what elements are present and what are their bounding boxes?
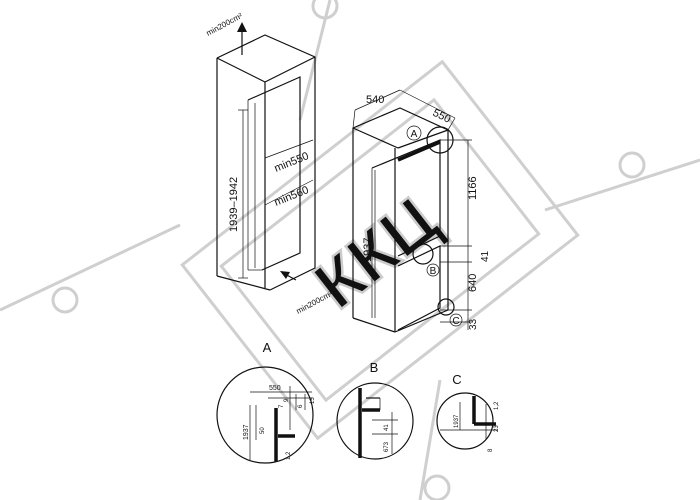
detail-a-dim-6: 6 [298, 404, 304, 408]
marker-b-circle [426, 263, 440, 277]
detail-a-height: 1937 [243, 424, 250, 440]
marker-c-circle [449, 313, 463, 327]
detail-c-dim-12: 1,2 [494, 401, 500, 410]
marker-a-circle [406, 125, 422, 141]
detail-a-title: A [263, 340, 272, 355]
height-range-label: 1939–1942 [228, 177, 240, 232]
height-upper-label: 1166 [467, 176, 479, 200]
detail-a-dim-9: 9 [284, 398, 290, 402]
marker-c-label: C [452, 316, 459, 327]
detail-b: B 41 673 [336, 360, 414, 460]
base-label: 33 [468, 318, 479, 330]
detail-b-dim-41: 41 [384, 424, 390, 431]
airflow-bottom-label: min200cm² [295, 289, 334, 316]
height-lower-label: 640 [467, 274, 479, 292]
detail-c-dim-23: 23 [494, 425, 500, 432]
gap-label: 41 [480, 250, 491, 262]
airflow-top-label: min200cm² [205, 11, 244, 38]
detail-a-dim-15: 15 [310, 397, 316, 404]
detail-c: C 1937 1,2 23 8 [436, 372, 500, 452]
detail-b-dim-673: 673 [384, 441, 390, 452]
width-label: 540 [366, 94, 384, 106]
detail-c-dim-8: 8 [488, 448, 494, 452]
detail-a-dim-7: 7 [279, 404, 285, 408]
detail-a-dim-50: 50 [260, 427, 266, 434]
marker-b-label: B [430, 266, 437, 277]
detail-c-dim-1937: 1937 [454, 414, 460, 428]
depth-min-a-label: min550 [273, 150, 311, 175]
detail-b-title: B [370, 360, 379, 375]
detail-c-title: C [452, 372, 461, 387]
marker-a-label: A [411, 129, 418, 140]
depth-min-b-label: min560 [273, 184, 311, 209]
detail-a-width: 550 [269, 385, 281, 392]
height-total-label: 1937 [362, 238, 374, 262]
detail-a-dim-12: 1,2 [286, 451, 292, 460]
detail-a: A 550 7 9 6 15 1937 50 1,2 [216, 340, 316, 464]
